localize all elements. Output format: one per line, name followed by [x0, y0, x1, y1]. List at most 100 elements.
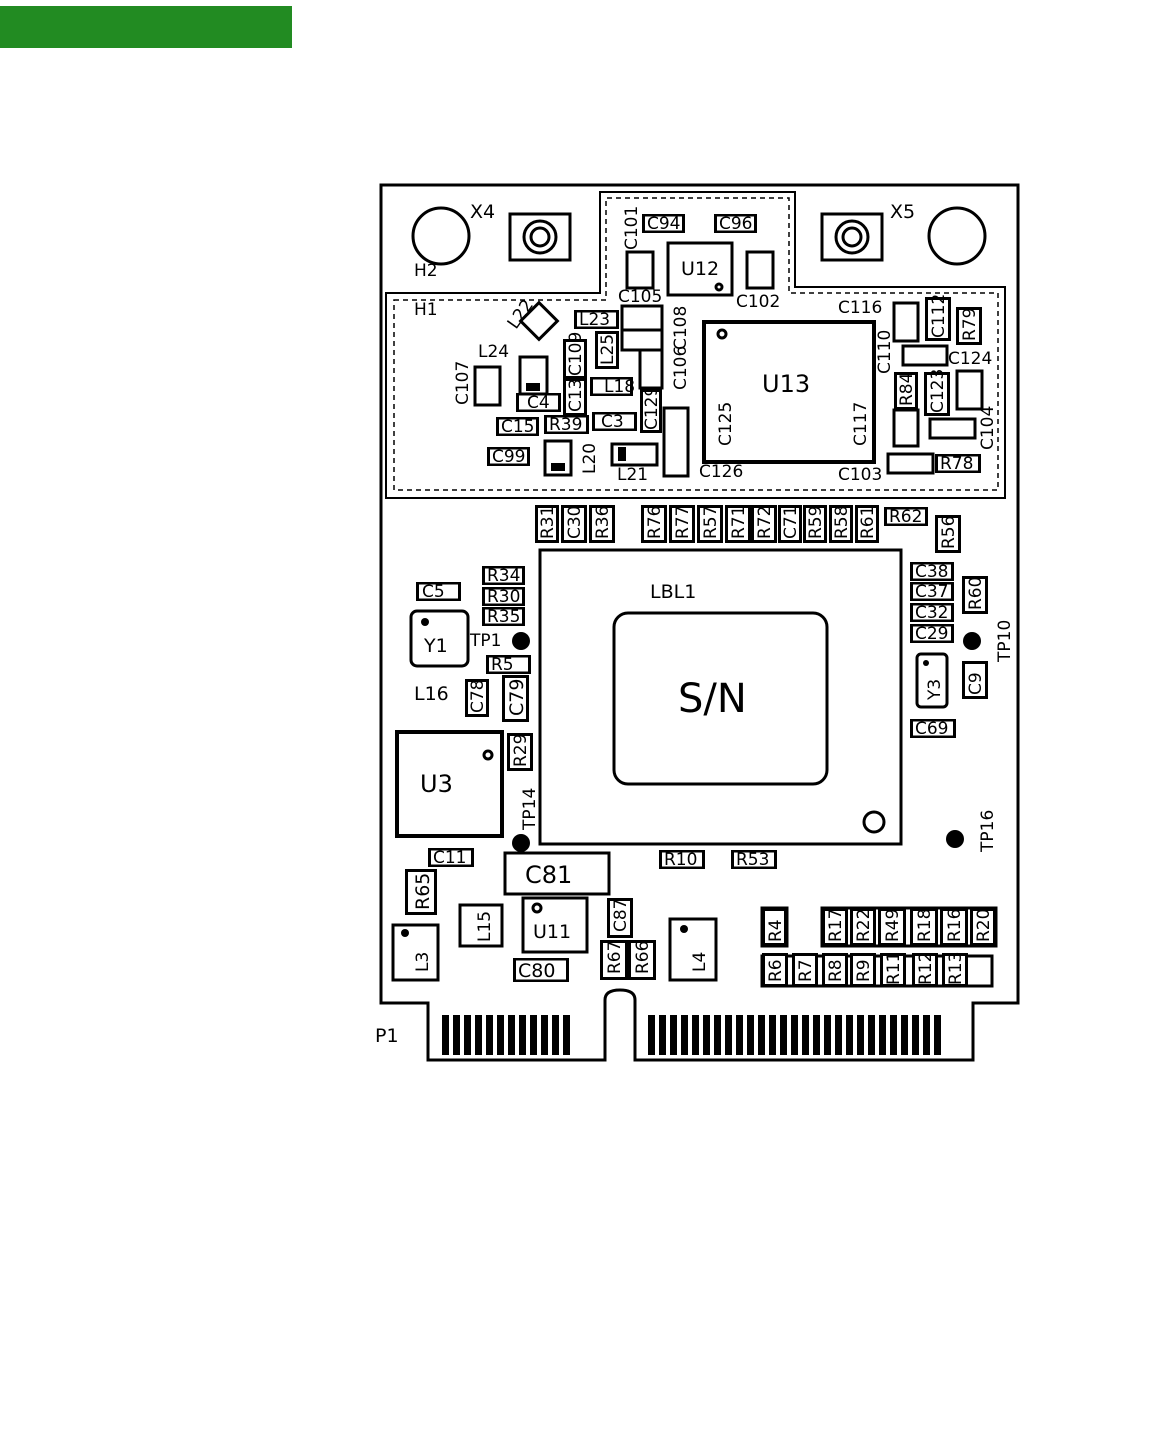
- tag-r49: R49: [878, 908, 906, 946]
- svg-text:R31: R31: [538, 506, 558, 539]
- tag-c38: C38: [910, 562, 954, 582]
- label-tp14: TP14: [520, 788, 540, 831]
- tag-r13: R13: [942, 952, 968, 987]
- label-sn: S/N: [678, 676, 747, 722]
- tag-c13: C13: [563, 378, 587, 416]
- svg-text:R79: R79: [960, 308, 980, 341]
- label-c110: C110: [875, 330, 895, 374]
- svg-text:L23: L23: [579, 310, 610, 330]
- tag-r7: R7: [792, 953, 818, 987]
- tag-r57: R57: [697, 505, 723, 543]
- label-tp10: TP10: [995, 620, 1015, 663]
- ic-main: [538, 548, 903, 846]
- svg-text:C94: C94: [647, 214, 681, 234]
- svg-text:R16: R16: [945, 909, 965, 942]
- svg-text:R4: R4: [766, 919, 786, 942]
- svg-text:R8: R8: [826, 959, 846, 982]
- label-u3: U3: [420, 770, 453, 798]
- tag-c96: C96: [714, 214, 757, 234]
- edge-connector-left: [442, 1015, 570, 1055]
- svg-text:C112: C112: [929, 294, 949, 338]
- svg-text:R29: R29: [511, 734, 531, 767]
- svg-text:R57: R57: [701, 506, 721, 539]
- svg-text:C129: C129: [642, 386, 662, 430]
- svg-text:R9: R9: [854, 959, 874, 982]
- testpoint-tp10: [963, 632, 981, 650]
- tag-r79: R79: [956, 307, 982, 345]
- connector-x4: [508, 212, 572, 262]
- svg-text:R13: R13: [946, 952, 966, 985]
- svg-text:R35: R35: [487, 607, 520, 627]
- hole-h1: [927, 206, 987, 266]
- label-lbl1: LBL1: [650, 581, 696, 603]
- crystal-y3: [915, 652, 949, 709]
- connector-x5: [820, 212, 884, 262]
- crystal-y1: [409, 609, 470, 668]
- testpoint-tp16: [946, 830, 964, 848]
- svg-text:C38: C38: [915, 562, 949, 582]
- svg-text:R71: R71: [729, 506, 749, 539]
- label-c81: C81: [525, 861, 572, 889]
- svg-text:R65: R65: [412, 873, 434, 910]
- svg-text:L25: L25: [598, 334, 618, 365]
- green-banner: [0, 6, 292, 48]
- svg-text:R49: R49: [883, 909, 903, 942]
- label-l15: L15: [475, 911, 495, 942]
- hole-h2: [411, 206, 471, 266]
- tag-c32: C32: [910, 603, 954, 623]
- svg-text:R76: R76: [645, 506, 665, 539]
- svg-text:R17: R17: [826, 909, 846, 942]
- board-outline: [379, 183, 1020, 1062]
- label-c108: C108: [671, 306, 691, 350]
- tag-r34: R34: [482, 566, 525, 586]
- svg-text:R59: R59: [806, 506, 826, 539]
- tag-r5: R5: [486, 655, 531, 675]
- svg-text:L18: L18: [604, 377, 635, 397]
- svg-text:R58: R58: [832, 506, 852, 539]
- svg-text:R72: R72: [755, 506, 775, 539]
- ic-u11: [521, 896, 589, 954]
- tag-r67: R67: [600, 940, 628, 980]
- inductor-l22: [518, 300, 560, 342]
- svg-text:R56: R56: [939, 516, 959, 549]
- ic-u3: [395, 730, 504, 838]
- shield-outline-inner: [393, 197, 999, 491]
- label-p1: P1: [375, 1025, 399, 1047]
- svg-text:R67: R67: [605, 941, 625, 974]
- label-l21: L21: [617, 465, 648, 485]
- tag-r78: R78: [935, 454, 981, 474]
- shield-outline: [385, 191, 1006, 499]
- svg-text:C71: C71: [781, 505, 801, 539]
- svg-text:C80: C80: [518, 960, 555, 982]
- svg-text:C29: C29: [915, 624, 949, 644]
- tag-r29: R29: [507, 733, 533, 771]
- tag-r39: R39: [544, 415, 589, 435]
- tag-r6: R6: [762, 953, 788, 987]
- tag-r17: R17: [822, 908, 848, 946]
- svg-text:R18: R18: [915, 909, 935, 942]
- svg-text:R39: R39: [549, 415, 582, 435]
- inductor-l15: [458, 903, 504, 948]
- label-l4: L4: [690, 952, 710, 972]
- svg-text:R60: R60: [966, 577, 986, 610]
- tag-r12: R12: [912, 952, 938, 987]
- ic-u12: [666, 241, 734, 297]
- label-c107: C107: [453, 361, 473, 405]
- tag-r60: R60: [962, 576, 988, 614]
- label-x5: X5: [890, 201, 915, 223]
- label-c124: C124: [948, 349, 992, 369]
- label-l3: L3: [413, 952, 433, 972]
- svg-text:C32: C32: [915, 603, 949, 623]
- edge-connector-right: [648, 1015, 941, 1055]
- tag-r77: R77: [669, 505, 695, 543]
- label-tp1: TP1: [469, 631, 501, 651]
- svg-text:C5: C5: [422, 582, 445, 602]
- tag-c30: C30: [561, 505, 587, 543]
- testpoint-tp14: [512, 834, 530, 852]
- label-l16: L16: [414, 683, 449, 705]
- tag-r62: R62: [884, 507, 928, 527]
- svg-text:R12: R12: [916, 952, 936, 985]
- tag-c129: C129: [640, 386, 662, 433]
- tag-r22: R22: [850, 908, 876, 946]
